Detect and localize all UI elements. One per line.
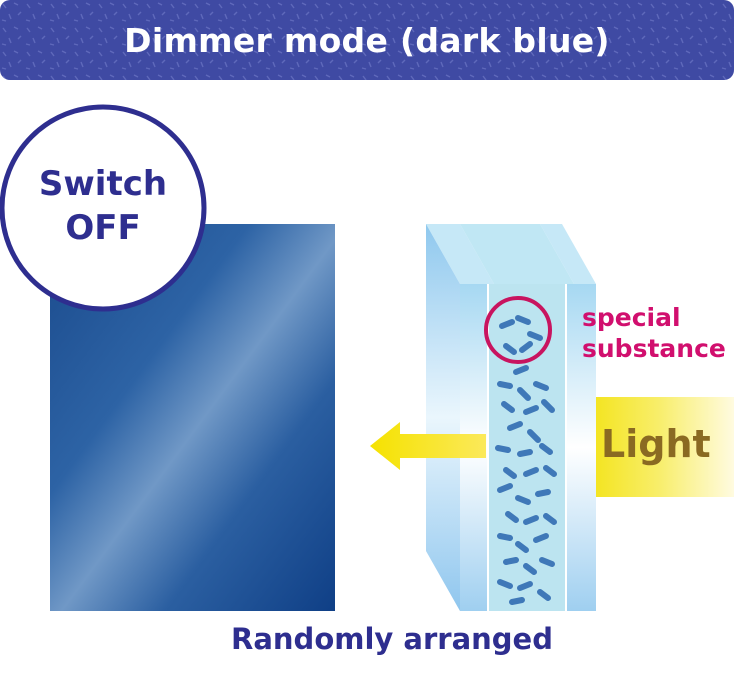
left-arrow-icon [370,422,486,470]
particle [523,515,539,525]
magnifier-circle [484,296,552,364]
switch-label-line1: Switch [38,164,168,204]
switch-label-line2: OFF [65,208,141,248]
title-banner: Dimmer mode (dark blue) [0,0,734,80]
special-label-line2: substance [582,334,726,363]
particle [541,399,555,413]
particle [503,343,517,355]
particle [517,581,533,591]
particle [523,467,539,477]
particle [509,597,525,605]
banner-title: Dimmer mode (dark blue) [124,20,610,60]
light-label: Light [601,422,711,466]
special-label-line1: special [582,303,681,332]
particle [497,579,513,589]
special-substance-label: special substance [582,302,726,364]
switch-state-circle [0,104,207,312]
particle [533,533,549,543]
particle [519,341,533,353]
particle [523,563,537,575]
particle [503,557,519,565]
particle [523,405,539,415]
caption: Randomly arranged [231,622,553,656]
particle [503,467,517,479]
particle [499,319,515,329]
particle [497,483,513,493]
particle [539,557,555,567]
particle [495,445,511,453]
particle [501,401,515,413]
particle [537,589,551,601]
particle [539,443,553,455]
particle [515,541,529,553]
switch-state-label: Switch OFF [18,162,188,250]
banner-background [0,0,734,80]
particle [497,381,513,389]
particle [497,533,513,541]
particle [515,495,531,505]
rod-shaped-particles [495,315,557,605]
particle [543,465,557,477]
particle [513,365,529,375]
particle [533,381,549,391]
particle [527,429,541,443]
particle [543,513,557,525]
particle [517,449,533,457]
particle [515,315,531,325]
particle [517,387,531,401]
particle [527,331,543,341]
particle [535,489,551,497]
particle [507,421,523,431]
particle [505,511,519,523]
glass-cross-section [426,224,596,611]
